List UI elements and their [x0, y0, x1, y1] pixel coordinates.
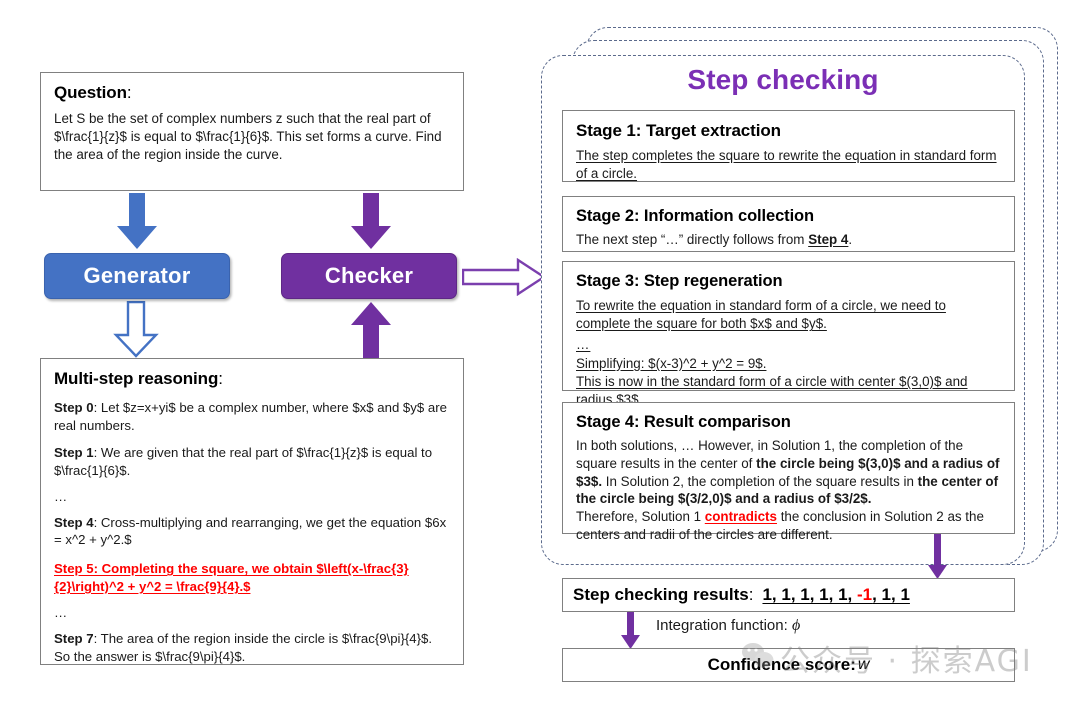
arrow-generator-to-reasoning — [113, 301, 159, 358]
stage-3-title: Stage 3: Step regeneration — [576, 272, 783, 290]
contradicts-highlight: contradicts — [704, 509, 777, 525]
question-text: Let S be the set of complex numbers z su… — [54, 111, 442, 162]
reasoning-step-1: Step 1: We are given that the real part … — [54, 445, 433, 479]
stage-1-box: Stage 1: Target extraction The step comp… — [562, 110, 1015, 182]
confidence-label: Confidence score: — [707, 655, 856, 674]
stage-4-title: Stage 4: Result comparison — [576, 413, 791, 431]
arrow-question-to-checker — [351, 193, 391, 249]
arrow-reasoning-to-checker — [351, 302, 391, 358]
reasoning-ellipsis-1: … — [54, 488, 69, 504]
step-checking-results-box: Step checking results: 1, 1, 1, 1, 1, -1… — [562, 578, 1015, 612]
step-checking-title: Step checking — [687, 64, 879, 95]
reasoning-step-4: Step 4: Cross-multiplying and rearrangin… — [54, 514, 447, 548]
stage-2-step-ref: Step 4 — [808, 232, 849, 247]
results-values: 1, 1, 1, 1, 1, -1, 1, 1 — [762, 585, 910, 604]
reasoning-step-0: Step 0: Let $z=x+yi$ be a complex number… — [54, 400, 447, 433]
checker-label: Checker — [324, 263, 414, 288]
stage-2-box: Stage 2: Information collection The next… — [562, 196, 1015, 252]
checker-node[interactable]: Checker — [281, 253, 457, 299]
reasoning-step-5-error: Step 5: Completing the square, we obtain… — [54, 561, 409, 595]
stage-1-title: Stage 1: Target extraction — [576, 121, 781, 140]
reasoning-box: Multi-step reasoning: Step 0: Let $z=x+y… — [40, 358, 464, 665]
stage-4-box: Stage 4: Result comparison In both solut… — [562, 402, 1015, 542]
stage-2-title: Stage 2: Information collection — [576, 207, 815, 225]
stage-3-text: To rewrite the equation in standard form… — [576, 298, 968, 408]
arrow-question-to-generator — [117, 193, 157, 249]
question-box: Question: Let S be the set of complex nu… — [40, 72, 464, 191]
confidence-score-box: Confidence score:w — [562, 648, 1015, 682]
generator-label: Generator — [83, 263, 191, 288]
stage-3-box: Stage 3: Step regeneration To rewrite th… — [562, 261, 1015, 407]
reasoning-title: Multi-step reasoning: — [54, 369, 223, 388]
question-title: Question: — [54, 83, 132, 102]
arrow-checker-to-step-checking — [462, 258, 546, 296]
results-label: Step checking results: — [573, 585, 754, 604]
stage-4-text: In both solutions, … However, in Solutio… — [576, 438, 1000, 543]
stage-2-text: The next step “…” directly follows from … — [576, 232, 853, 247]
reasoning-ellipsis-2: … — [54, 605, 69, 621]
results-negative-value: -1 — [856, 585, 873, 604]
confidence-symbol: w — [857, 656, 870, 673]
generator-node[interactable]: Generator — [44, 253, 230, 299]
integration-function-label: Integration function: ϕ — [656, 617, 801, 634]
arrow-stages-to-results — [928, 534, 947, 579]
reasoning-step-7: Step 7: The area of the region inside th… — [54, 631, 433, 664]
stage-1-text: The step completes the square to rewrite… — [576, 148, 997, 182]
arrow-results-to-confidence — [621, 612, 640, 649]
